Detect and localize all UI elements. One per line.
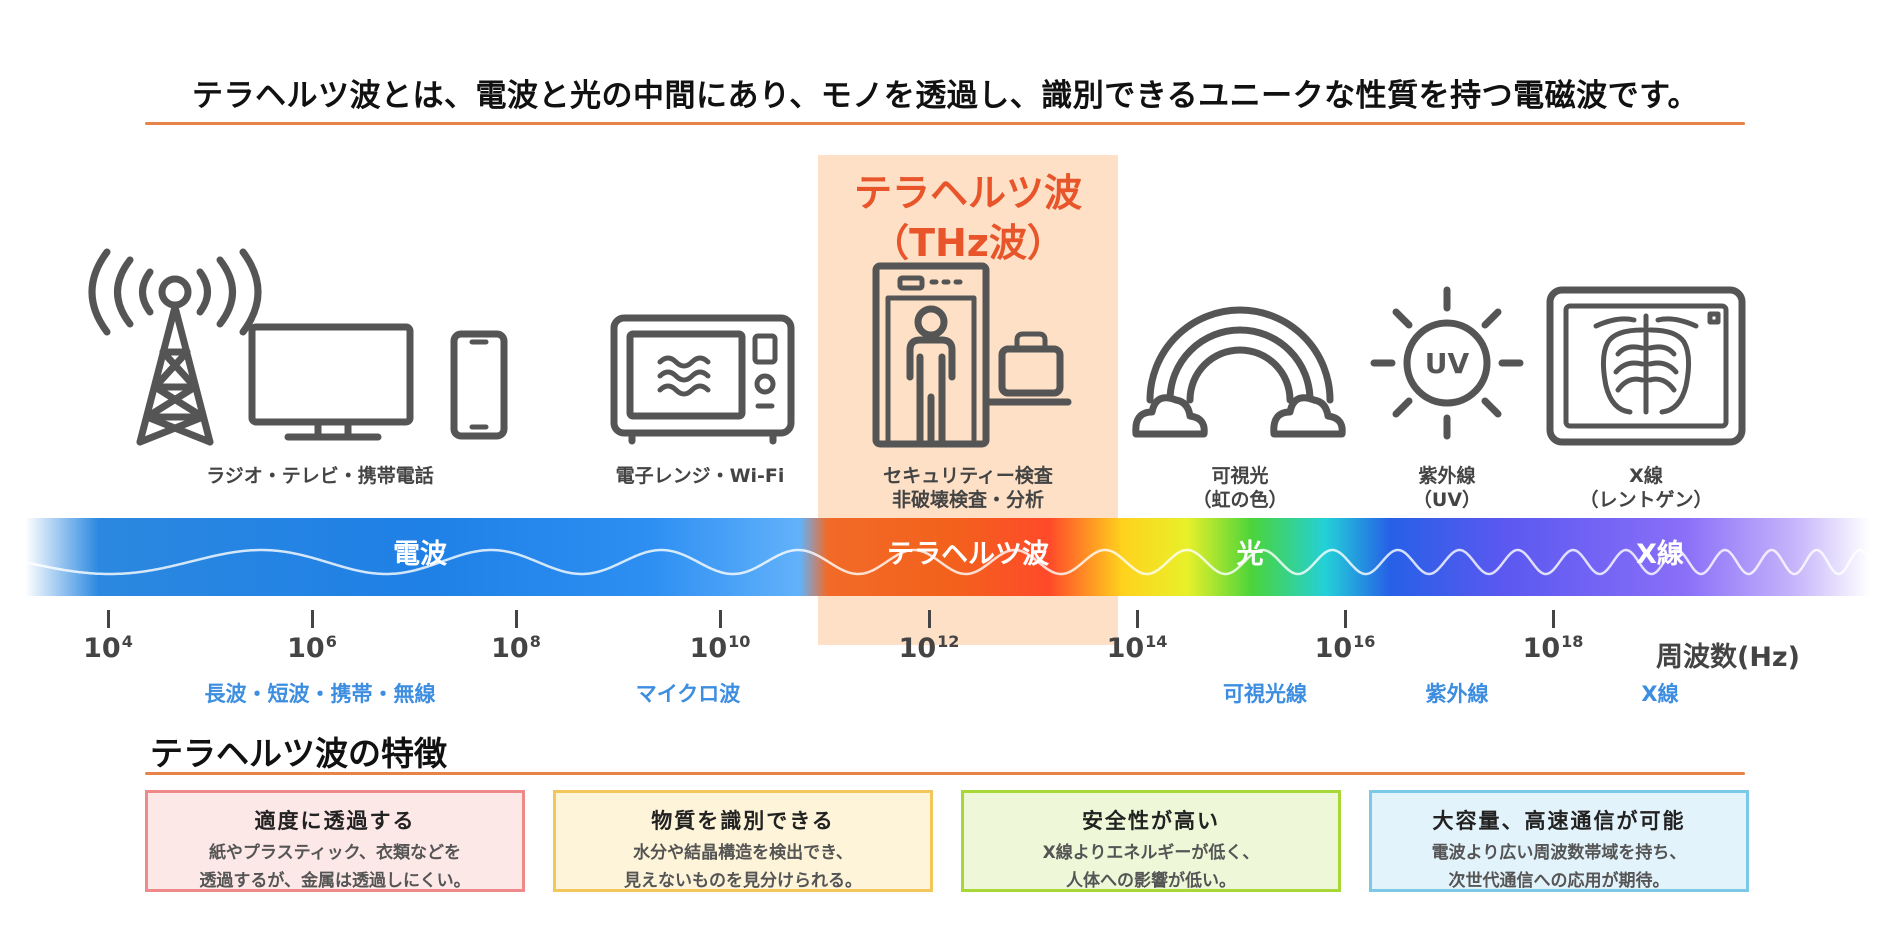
- sub-xray: X線: [1641, 682, 1679, 706]
- feature-card: 適度に透過する 紙やプラスティック、衣類などを 透過するが、金属は透過しにくい。: [145, 790, 525, 892]
- label-xray-line2: （レントゲン）: [1579, 489, 1713, 511]
- frequency-tick-label: 1010: [689, 632, 751, 664]
- frequency-tick-label: 1014: [1106, 632, 1168, 664]
- sun-uv-label: UV: [1425, 347, 1470, 380]
- tv-icon: [248, 323, 414, 441]
- smartphone-icon: [450, 330, 508, 440]
- headline-underline: [145, 122, 1745, 125]
- feature-desc-line2: 透過するが、金属は透過しにくい。: [199, 871, 471, 891]
- thz-title: テラヘルツ波 （THz波）: [818, 168, 1118, 268]
- band-label-xray: X線: [1636, 539, 1684, 570]
- sub-visible: 可視光線: [1223, 682, 1307, 706]
- label-security-line1: セキュリティー検査: [883, 465, 1053, 487]
- feature-card: 大容量、高速通信が可能 電波より広い周波数帯域を持ち、 次世代通信への応用が期待…: [1369, 790, 1749, 892]
- label-xray: X線 （レントゲン）: [1566, 464, 1726, 512]
- label-xray-line1: X線: [1629, 465, 1663, 487]
- feature-title: 安全性が高い: [1082, 809, 1220, 833]
- features-underline: [145, 772, 1745, 775]
- feature-desc-line2: 見えないものを見分けられる。: [624, 871, 862, 891]
- label-visible-line1: 可視光: [1211, 465, 1269, 487]
- frequency-tick: [107, 610, 110, 628]
- spectrum-band: [25, 518, 1870, 596]
- sub-uv: 紫外線: [1425, 682, 1489, 706]
- label-microwave-wifi: 電子レンジ・Wi-Fi: [615, 465, 785, 487]
- label-visible-light: 可視光 （虹の色）: [1160, 464, 1320, 512]
- label-radio-tv-phone: ラジオ・テレビ・携帯電話: [206, 465, 434, 487]
- headline: テラヘルツ波とは、電波と光の中間にあり、モノを透過し、識別できるユニークな性質を…: [191, 78, 1700, 114]
- feature-title: 適度に透過する: [254, 809, 416, 833]
- band-label-radio: 電波: [393, 539, 447, 570]
- feature-desc-line1: X線よりエネルギーが低く、: [1042, 843, 1260, 863]
- sun-uv-icon: UV: [1370, 286, 1524, 440]
- frequency-tick-label: 1016: [1314, 632, 1376, 664]
- label-security: セキュリティー検査 非破壊検査・分析: [848, 464, 1088, 512]
- frequency-tick: [1136, 610, 1139, 628]
- frequency-tick-label: 1018: [1522, 632, 1584, 664]
- frequency-tick-label: 106: [287, 632, 337, 664]
- feature-desc-line2: 人体への影響が低い。: [1066, 871, 1236, 891]
- xray-icon: [1546, 286, 1746, 446]
- sub-micro: マイクロ波: [635, 682, 741, 706]
- thz-title-line1: テラヘルツ波: [853, 171, 1082, 215]
- feature-desc-line1: 水分や結晶構造を検出でき、: [633, 843, 853, 863]
- label-uv: 紫外線 （UV）: [1377, 464, 1517, 512]
- frequency-tick-label: 108: [491, 632, 541, 664]
- radio-tower-icon: [88, 248, 262, 446]
- band-label-light: 光: [1236, 539, 1264, 570]
- thz-title-line2: （THz波）: [871, 221, 1065, 265]
- label-security-line2: 非破壊検査・分析: [891, 489, 1044, 511]
- frequency-unit: 周波数(Hz): [1656, 642, 1800, 673]
- frequency-tick-label: 104: [83, 632, 133, 664]
- frequency-tick: [1552, 610, 1555, 628]
- label-visible-line2: （虹の色）: [1192, 489, 1288, 511]
- feature-desc-line1: 電波より広い周波数帯域を持ち、: [1431, 843, 1687, 863]
- frequency-wave: [25, 548, 1870, 576]
- label-uv-line1: 紫外線: [1418, 465, 1476, 487]
- rainbow-icon: [1132, 306, 1346, 438]
- sub-radio: 長波・短波・携帯・無線: [204, 682, 436, 706]
- frequency-tick-label: 1012: [898, 632, 960, 664]
- feature-desc-line2: 次世代通信への応用が期待。: [1448, 871, 1670, 891]
- microwave-icon: [610, 314, 795, 445]
- feature-card: 物質を識別できる 水分や結晶構造を検出でき、 見えないものを見分けられる。: [553, 790, 933, 892]
- frequency-tick: [1344, 610, 1347, 628]
- frequency-tick: [515, 610, 518, 628]
- frequency-tick: [928, 610, 931, 628]
- features-heading: テラヘルツ波の特徴: [150, 734, 447, 773]
- band-label-thz: テラヘルツ波: [887, 539, 1049, 570]
- feature-title: 大容量、高速通信が可能: [1432, 809, 1686, 833]
- feature-desc-line1: 紙やプラスティック、衣類などを: [208, 843, 462, 863]
- label-uv-line2: （UV）: [1412, 489, 1482, 511]
- feature-title: 物質を識別できる: [651, 809, 835, 833]
- frequency-tick: [311, 610, 314, 628]
- feature-card: 安全性が高い X線よりエネルギーが低く、 人体への影響が低い。: [961, 790, 1341, 892]
- frequency-tick: [719, 610, 722, 628]
- security-gate-icon: [872, 262, 1072, 448]
